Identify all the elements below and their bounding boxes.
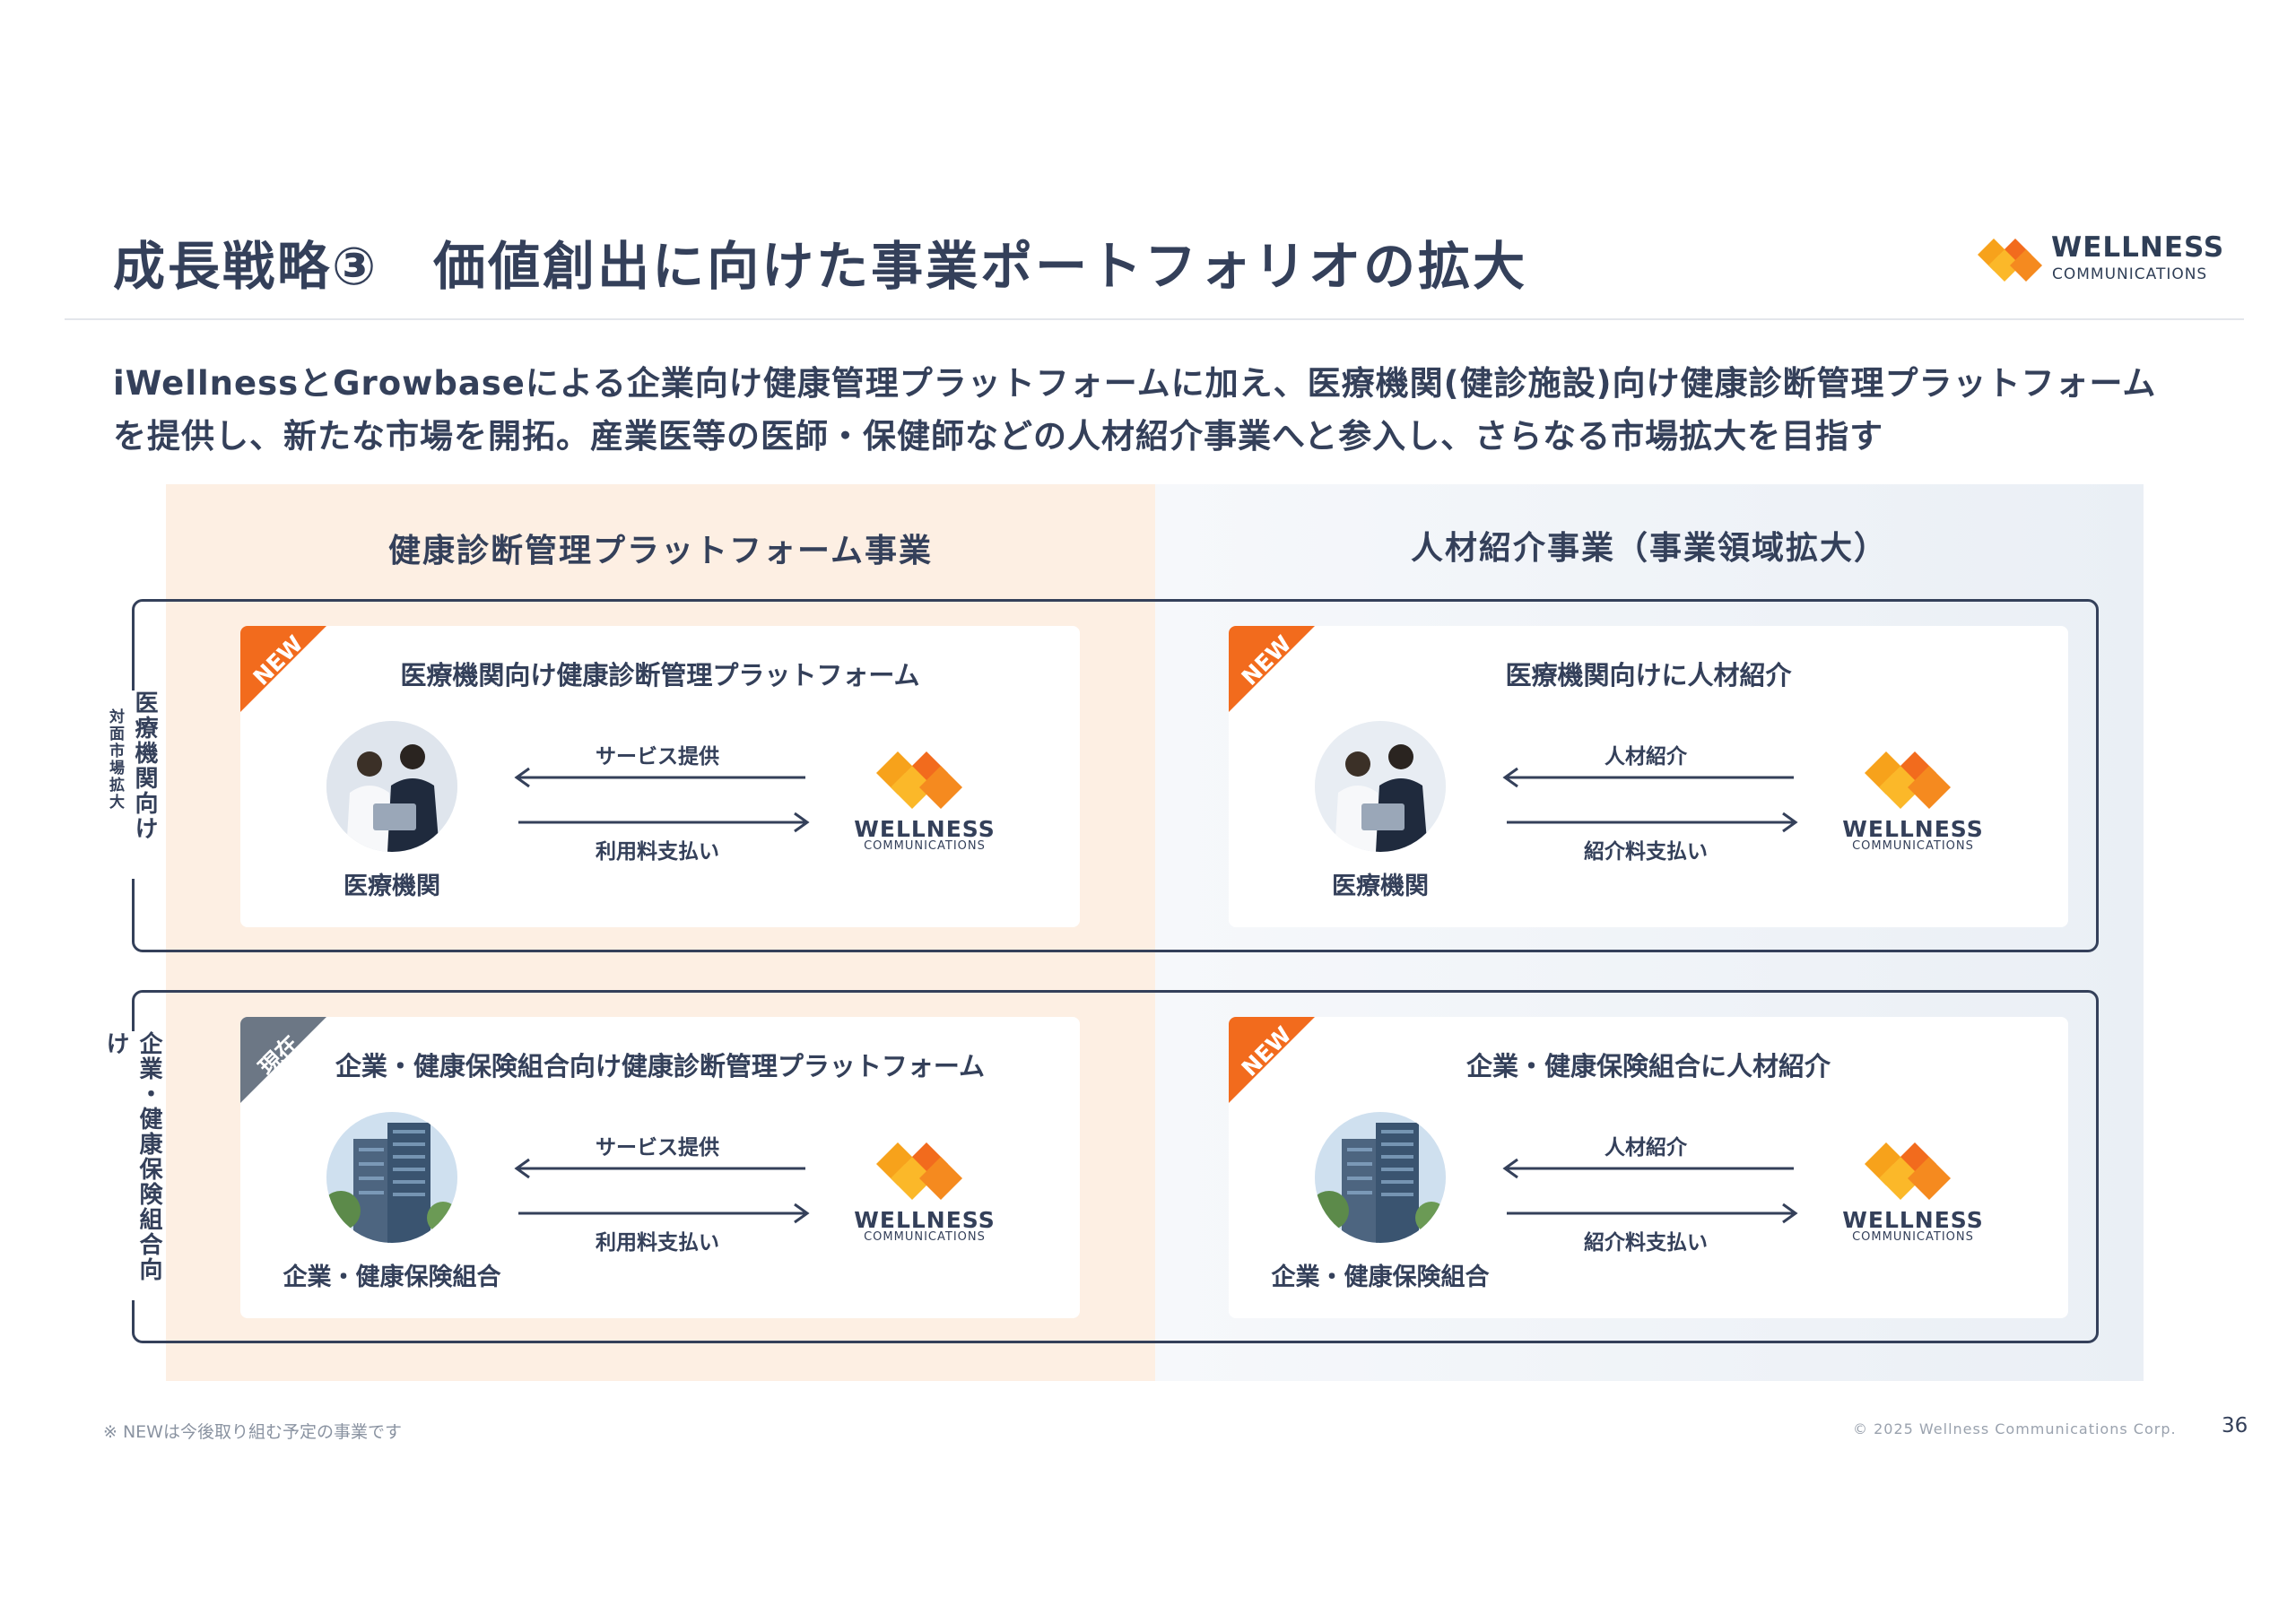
logo-subword: COMMUNICATIONS <box>1852 839 1974 853</box>
client-label: 企業・健康保険組合 <box>1271 1264 1490 1291</box>
lead-line-2: を提供し、新たな市場を開拓。産業医等の医師・保健師などの人材紹介事業へと参入し、… <box>113 417 1884 456</box>
logo-mark-icon <box>876 1142 962 1200</box>
flow-arrows-icon <box>514 1158 810 1224</box>
flow-label-service: サービス提供 <box>596 1136 719 1159</box>
card-corporate-staffing: NEW 企業・健康保険組合に人材紹介 企業・健康保険組合 人材紹介 紹介料支払い <box>1229 1017 2068 1318</box>
card-medical-platform: NEW 医療機関向け健康診断管理プラットフォーム 医療機関 サービス提供 利用料… <box>240 626 1080 927</box>
medical-row-label: 医療機関向け 対面市場拡大 <box>106 690 158 879</box>
flow-arrows-icon <box>514 767 810 833</box>
client-label: 医療機関 <box>344 873 440 900</box>
lead-line-1: iWellnessとGrowbaseによる企業向け健康管理プラットフォームに加え… <box>113 364 2157 403</box>
flow-label-payment: 利用料支払い <box>596 840 719 864</box>
logo-wordmark: WELLNESS <box>854 1207 996 1233</box>
wellness-logo: WELLNESS COMMUNICATIONS <box>853 744 996 853</box>
logo-subword: COMMUNICATIONS <box>2052 265 2208 283</box>
logo-mark-icon <box>1865 751 1951 809</box>
new-badge <box>1229 1017 1315 1103</box>
page-number: 36 <box>2222 1414 2248 1437</box>
logo-wordmark: WELLNESS <box>1842 816 1984 842</box>
copyright: © 2025 Wellness Communications Corp. <box>1853 1420 2177 1437</box>
corporate-row-label: 企業・健康保険組合向け <box>102 1031 162 1300</box>
office-building-photo <box>326 1112 457 1243</box>
page-title: 成長戦略③ 価値創出に向けた事業ポートフォリオの拡大 <box>113 236 1528 297</box>
client-label: 企業・健康保険組合 <box>283 1264 501 1291</box>
flow-label-referral: 人材紹介 <box>1605 745 1687 769</box>
logo-wordmark: WELLNESS <box>2051 231 2225 264</box>
flow-label-fee: 紹介料支払い <box>1584 1231 1708 1255</box>
logo-subword: COMMUNICATIONS <box>864 839 986 853</box>
card-medical-staffing: NEW 医療機関向けに人材紹介 医療機関 人材紹介 紹介料支払い WELLNES… <box>1229 626 2068 927</box>
header-divider <box>65 318 2244 320</box>
flow-arrows-icon <box>1502 1158 1798 1224</box>
flow-arrows-icon <box>1502 767 1798 833</box>
flow-label-service: サービス提供 <box>596 745 719 769</box>
medical-staff-photo <box>326 721 457 852</box>
flow-label-fee: 紹介料支払い <box>1584 840 1708 864</box>
card-title: 医療機関向けに人材紹介 <box>1505 660 1792 690</box>
platform-column-heading: 健康診断管理プラットフォーム事業 <box>388 533 933 569</box>
new-badge <box>1229 626 1315 712</box>
corporate-row-label-main: 企業・健康保険組合向け <box>102 1031 162 1282</box>
wellness-logo: WELLNESS COMMUNICATIONS <box>1841 1135 1985 1244</box>
medical-row-label-main: 医療機関向け <box>131 690 158 841</box>
lead-text: iWellnessとGrowbaseによる企業向け健康管理プラットフォームに加え… <box>113 357 2156 463</box>
logo-mark-icon <box>1865 1142 1951 1200</box>
logo-wordmark: WELLNESS <box>854 816 996 842</box>
medical-row-label-sub: 対面市場拡大 <box>106 708 124 811</box>
flow-label-referral: 人材紹介 <box>1605 1136 1687 1159</box>
logo-mark-icon <box>876 751 962 809</box>
medical-staff-photo <box>1315 721 1446 852</box>
logo-wordmark: WELLNESS <box>1842 1207 1984 1233</box>
client-label: 医療機関 <box>1332 873 1429 900</box>
card-title: 企業・健康保険組合に人材紹介 <box>1465 1051 1831 1081</box>
office-building-photo <box>1315 1112 1446 1243</box>
current-badge <box>240 1017 326 1103</box>
company-logo: WELLNESS COMMUNICATIONS <box>1978 231 2223 287</box>
logo-subword: COMMUNICATIONS <box>864 1230 986 1244</box>
logo-mark-icon <box>1978 239 2042 282</box>
logo-subword: COMMUNICATIONS <box>1852 1230 1974 1244</box>
card-title: 企業・健康保険組合向け健康診断管理プラットフォーム <box>335 1051 986 1081</box>
new-badge <box>240 626 326 712</box>
flow-label-payment: 利用料支払い <box>596 1231 719 1255</box>
card-title: 医療機関向け健康診断管理プラットフォーム <box>400 660 920 690</box>
wellness-logo: WELLNESS COMMUNICATIONS <box>853 1135 996 1244</box>
staffing-column-heading: 人材紹介事業（事業領域拡大） <box>1410 530 1888 567</box>
wellness-logo: WELLNESS COMMUNICATIONS <box>1841 744 1985 853</box>
footnote: ※ NEWは今後取り組む予定の事業です <box>103 1422 402 1442</box>
card-corporate-platform: 現在 企業・健康保険組合向け健康診断管理プラットフォーム 企業・健康保険組合 サ… <box>240 1017 1080 1318</box>
